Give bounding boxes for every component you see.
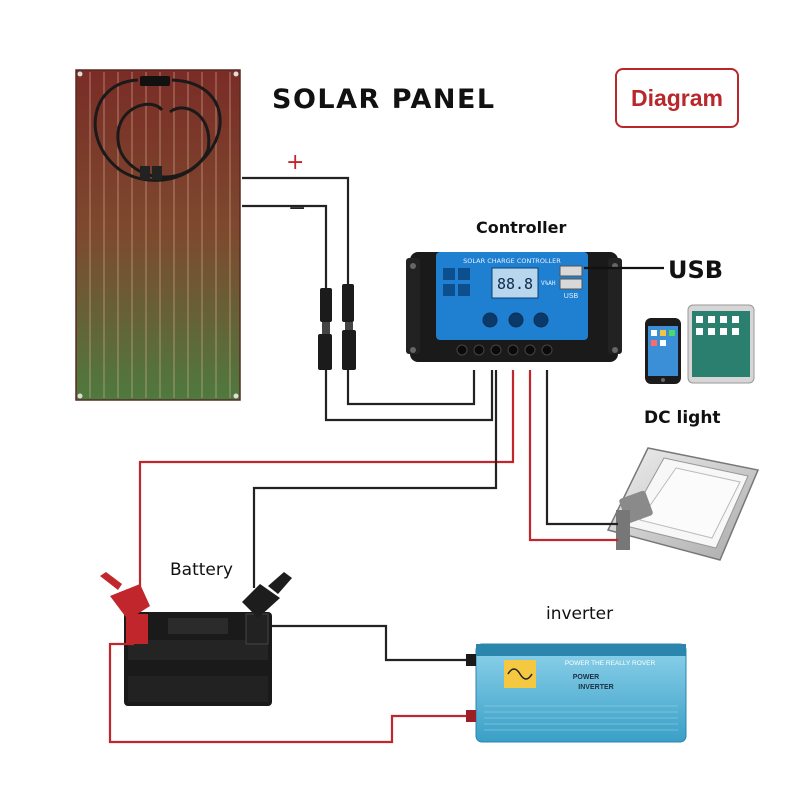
battery-wires [138,370,515,588]
inverter-icon: POWER THE REALLY ROVER POWER INVERTER [466,643,687,743]
inverter-label: inverter [546,604,614,624]
page-title: SOLAR PANEL [272,84,496,115]
usb-port-icon [559,265,583,290]
dc-light-label: DC light [644,408,721,428]
inverter-line2: POWER [573,674,599,681]
load-wires [528,370,618,542]
solar-panel-icon [75,69,241,401]
smartphone-icon [645,318,681,384]
lcd-display: 88.8 [497,275,533,293]
controller-label: Controller [476,218,567,237]
negative-sign: − [288,196,307,221]
panel-wires [242,176,494,422]
lcd-unit: V%AH [541,280,556,287]
inverter-line1: POWER THE REALLY ROVER [565,660,656,667]
battery-icon [100,572,292,706]
charge-controller-icon: SOLAR CHARGE CONTROLLER 88.8 V%AH USB [406,252,622,362]
battery-label: Battery [170,560,233,580]
controller-header: SOLAR CHARGE CONTROLLER [463,257,561,265]
inverter-wires [108,624,470,744]
tablet-icon [687,304,755,384]
inverter-line3: INVERTER [578,684,613,691]
usb-port-label: USB [564,293,579,300]
dc-floodlight-icon [606,447,760,561]
mc4-connectors [318,284,356,370]
diagram-tag: Diagram [615,68,739,128]
usb-label: USB [668,256,724,284]
positive-sign: + [286,150,305,175]
